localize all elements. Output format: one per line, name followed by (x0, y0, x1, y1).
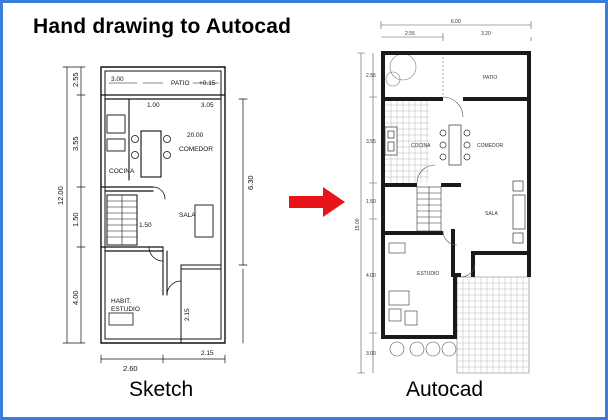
autocad-caption: Autocad (406, 378, 484, 401)
autocad-dim-left-4: 4.00 (366, 273, 376, 279)
autocad-label-sala: SALA (485, 211, 498, 217)
autocad-dim-left-3: 1.50 (366, 199, 376, 205)
autocad-dim-left-1: 2.55 (366, 73, 376, 79)
autocad-label-patio: PATIO (483, 75, 497, 81)
sketch-dim-bottom-right: 2.15 (201, 350, 214, 357)
sketch-dim-total-height: 12.00 (56, 186, 65, 205)
autocad-dim-top-right: 3.20 (481, 31, 491, 37)
sketch-dim-stair: 1.50 (139, 222, 152, 229)
autocad-label-cocina: COCINA (411, 143, 431, 149)
sketch-label-patio: PATIO (171, 80, 190, 87)
autocad-floor-plan: 6.00 2.55 3.20 15.00 2.55 3.55 1.50 4.00… (355, 19, 532, 374)
autocad-dim-top-left: 2.55 (405, 31, 415, 37)
sketch-dim-left-mid: 3.55 (71, 136, 80, 151)
sketch-label-comedor: COMEDOR (179, 146, 213, 153)
sketch-dim-top-a: 3.00 (111, 76, 124, 83)
sketch-caption: Sketch (129, 378, 194, 401)
autocad-dim-left-5: 3.00 (366, 351, 376, 357)
sketch-dim-top-b: 1.00 (147, 102, 160, 109)
sketch-dim-mid-right: 2.15 (184, 308, 191, 321)
autocad-dim-total-height: 15.00 (355, 218, 361, 231)
autocad-dim-left-2: 3.55 (366, 139, 376, 145)
sketch-label-habit: HABIT. (111, 298, 131, 305)
sketch-floor-plan: PATIO +0.15 3.00 1.00 3.05 COCINA COMEDO… (56, 66, 255, 373)
sketch-dim-patio-level: +0.15 (199, 80, 216, 87)
arrow-right-icon (289, 187, 345, 217)
sketch-dim-bottom-width: 2.60 (123, 364, 138, 373)
sketch-label-sala: SALA (179, 212, 196, 219)
sketch-dim-counter: 20.00 (187, 132, 204, 139)
sketch-dim-left-low: 1.50 (71, 212, 80, 227)
autocad-label-comedor: COMEDOR (477, 143, 504, 149)
autocad-label-estudio: ESTUDIO (417, 271, 439, 277)
sketch-label-cocina: COCINA (109, 168, 135, 175)
autocad-dim-top-total: 6.00 (451, 19, 461, 25)
sketch-dim-left-bot: 4.00 (71, 290, 80, 305)
sketch-dim-top-c: 3.05 (201, 102, 214, 109)
sketch-dim-right-mid: 6.30 (246, 175, 255, 190)
sketch-label-estudio: ESTUDIO (111, 306, 140, 313)
sketch-dim-left-top: 2.55 (71, 72, 80, 87)
figure-title: Hand drawing to Autocad (33, 15, 292, 38)
